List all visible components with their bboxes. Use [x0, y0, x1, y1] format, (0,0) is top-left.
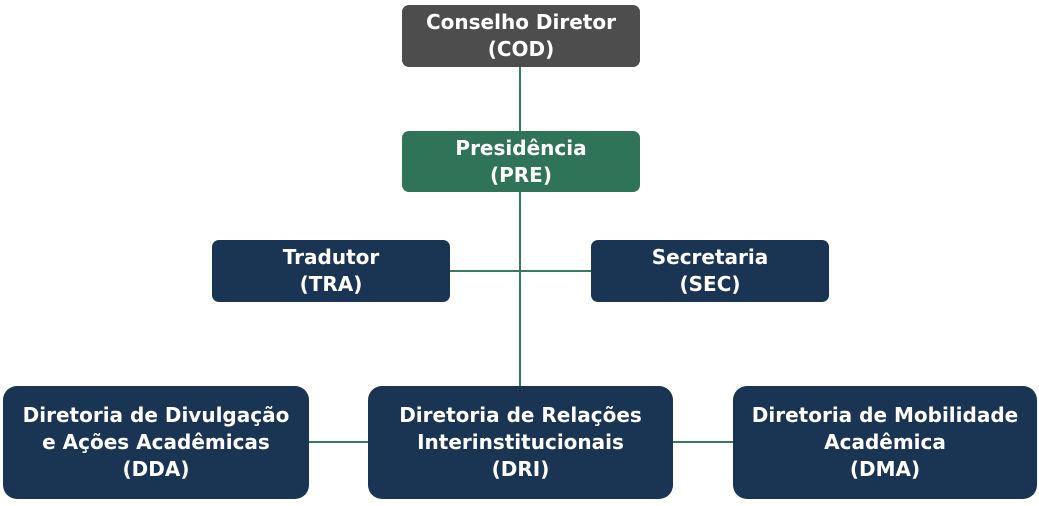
- node-dda[interactable]: Diretoria de Divulgação e Ações Acadêmic…: [3, 386, 309, 499]
- node-dma-line1: Diretoria de Mobilidade: [751, 403, 1019, 427]
- node-pre[interactable]: Presidência (PRE): [402, 131, 640, 192]
- connector-cod-pre: [519, 67, 521, 131]
- node-tra-code: (TRA): [299, 272, 363, 296]
- node-sec-name: Secretaria: [651, 245, 769, 269]
- node-tra-name: Tradutor: [282, 245, 380, 269]
- node-dda-line2: e Ações Acadêmicas: [42, 430, 270, 454]
- node-dri-line1: Diretoria de Relações: [399, 403, 642, 427]
- node-dma-line2: Acadêmica: [824, 430, 946, 454]
- node-dda-line1: Diretoria de Divulgação: [22, 403, 290, 427]
- node-dri-code: (DRI): [491, 457, 550, 481]
- connector-tra-sec: [450, 270, 591, 272]
- node-sec[interactable]: Secretaria (SEC): [591, 240, 829, 302]
- node-dri[interactable]: Diretoria de Relações Interinstitucionai…: [368, 386, 673, 499]
- connector-dda-dri: [309, 441, 368, 443]
- node-pre-code: (PRE): [489, 162, 552, 187]
- node-sec-code: (SEC): [679, 272, 741, 296]
- node-pre-name: Presidência: [455, 135, 587, 160]
- node-cod[interactable]: Conselho Diretor (COD): [402, 5, 640, 67]
- node-dma-code: (DMA): [849, 457, 921, 481]
- node-tra[interactable]: Tradutor (TRA): [212, 240, 450, 302]
- connector-pre-dri: [519, 192, 521, 386]
- node-dri-line2: Interinstitucionais: [417, 430, 624, 454]
- node-cod-code: (COD): [487, 37, 555, 61]
- node-dma[interactable]: Diretoria de Mobilidade Acadêmica (DMA): [733, 386, 1037, 499]
- connector-dri-dma: [673, 441, 733, 443]
- node-cod-name: Conselho Diretor: [426, 10, 616, 34]
- node-dda-code: (DDA): [122, 457, 190, 481]
